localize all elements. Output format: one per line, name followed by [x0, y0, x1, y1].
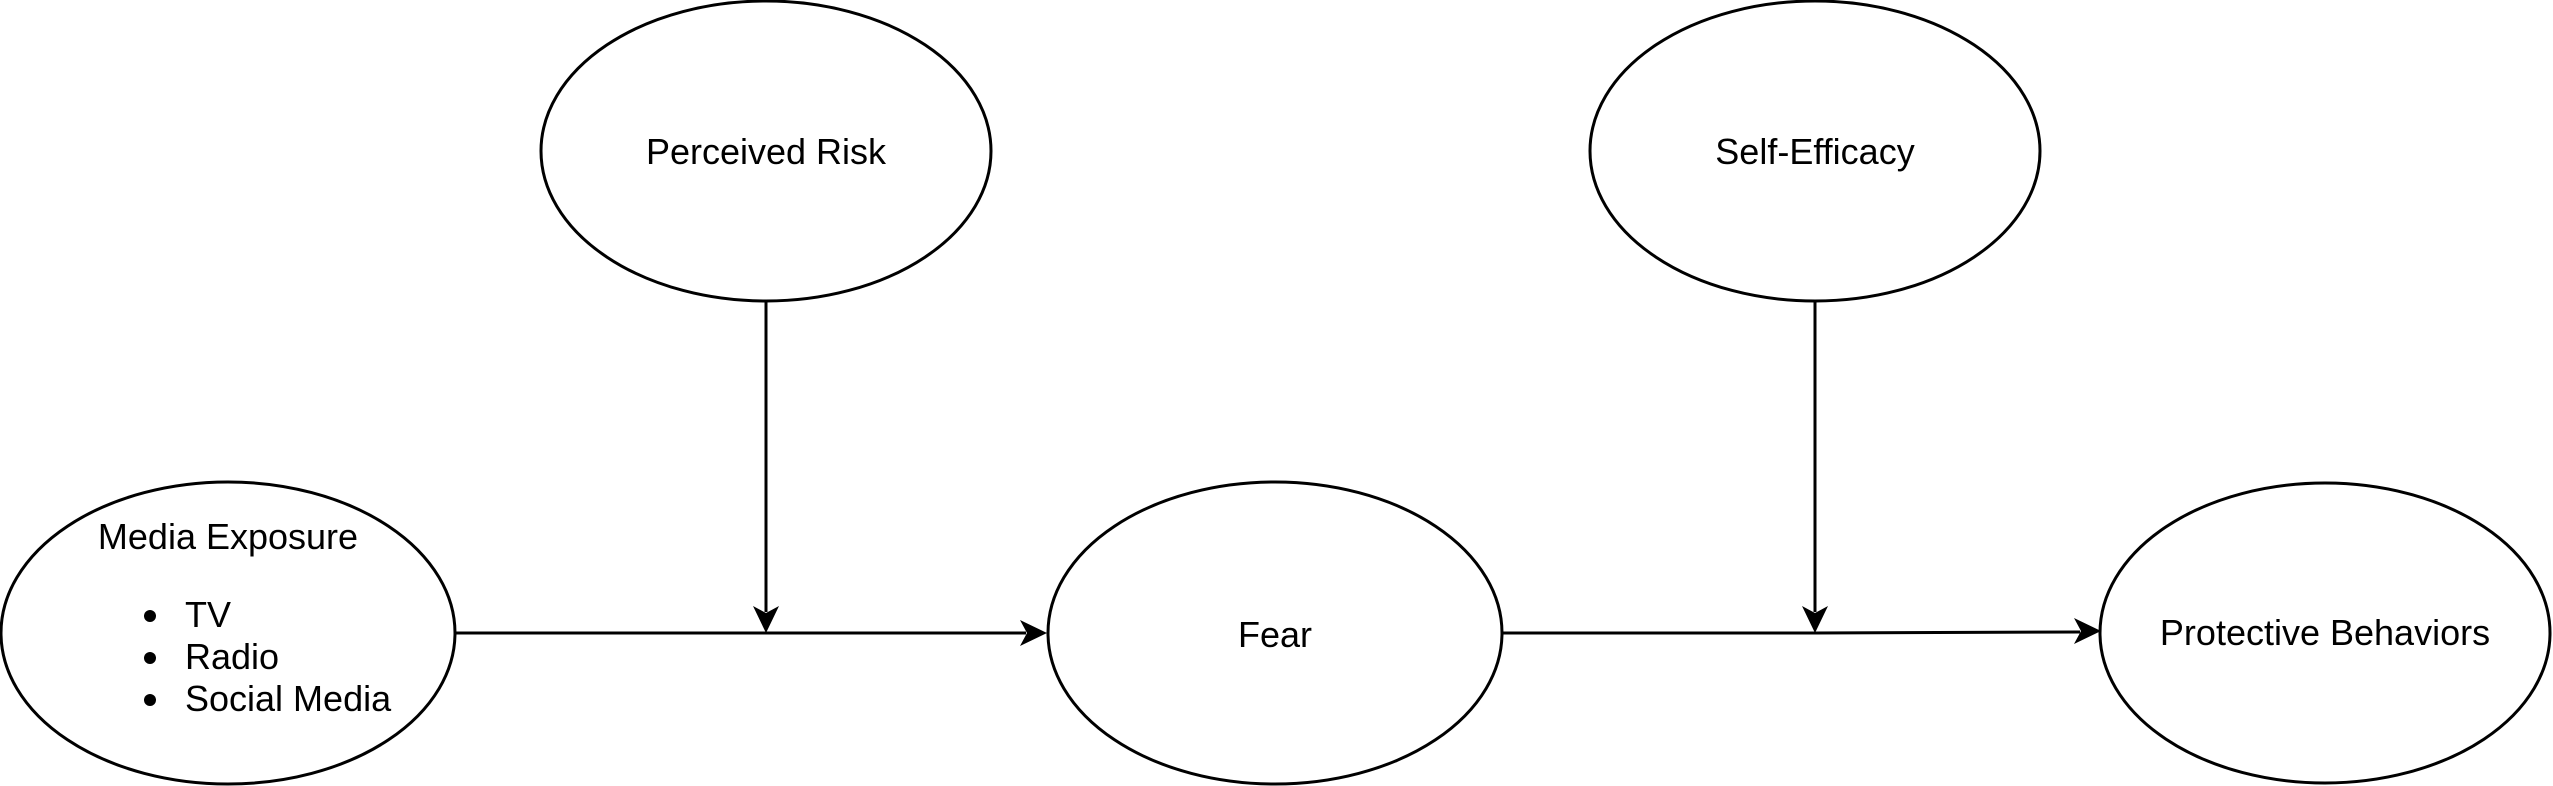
media-exposure-title: Media Exposure: [98, 516, 358, 557]
media-exposure-item-tv: TV: [185, 594, 231, 635]
fear-ellipse: [1046, 480, 1504, 786]
arrowhead-perceived-risk: [753, 606, 779, 633]
perceived-risk-label: Perceived Risk: [646, 131, 887, 172]
arrowhead-protective-behaviors: [2074, 618, 2101, 644]
bullet-icon: [144, 610, 156, 622]
bullet-icon: [144, 694, 156, 706]
perceived-risk-ellipse: [539, 0, 993, 303]
bullet-icon: [144, 652, 156, 664]
node-fear: Fear: [1046, 480, 1504, 786]
node-perceived-risk: Perceived Risk: [539, 0, 993, 303]
protective-behaviors-label: Protective Behaviors: [2160, 612, 2490, 653]
protective-behaviors-ellipse: [2098, 481, 2552, 785]
arrowhead-self-efficacy: [1802, 606, 1828, 633]
fear-label: Fear: [1238, 614, 1312, 655]
media-exposure-ellipse: [0, 480, 457, 786]
arrowhead-fear: [1020, 620, 1047, 646]
edges: [456, 301, 2101, 646]
node-media-exposure: Media Exposure TV Radio Social Media: [0, 480, 457, 786]
node-protective-behaviors: Protective Behaviors: [2098, 481, 2552, 785]
self-efficacy-ellipse: [1588, 0, 2042, 303]
media-exposure-item-radio: Radio: [185, 636, 279, 677]
edge-fear-to-protective-behaviors: [1503, 630, 2081, 635]
media-exposure-item-social-media: Social Media: [185, 678, 392, 719]
self-efficacy-label: Self-Efficacy: [1715, 131, 1914, 172]
node-self-efficacy: Self-Efficacy: [1588, 0, 2042, 303]
